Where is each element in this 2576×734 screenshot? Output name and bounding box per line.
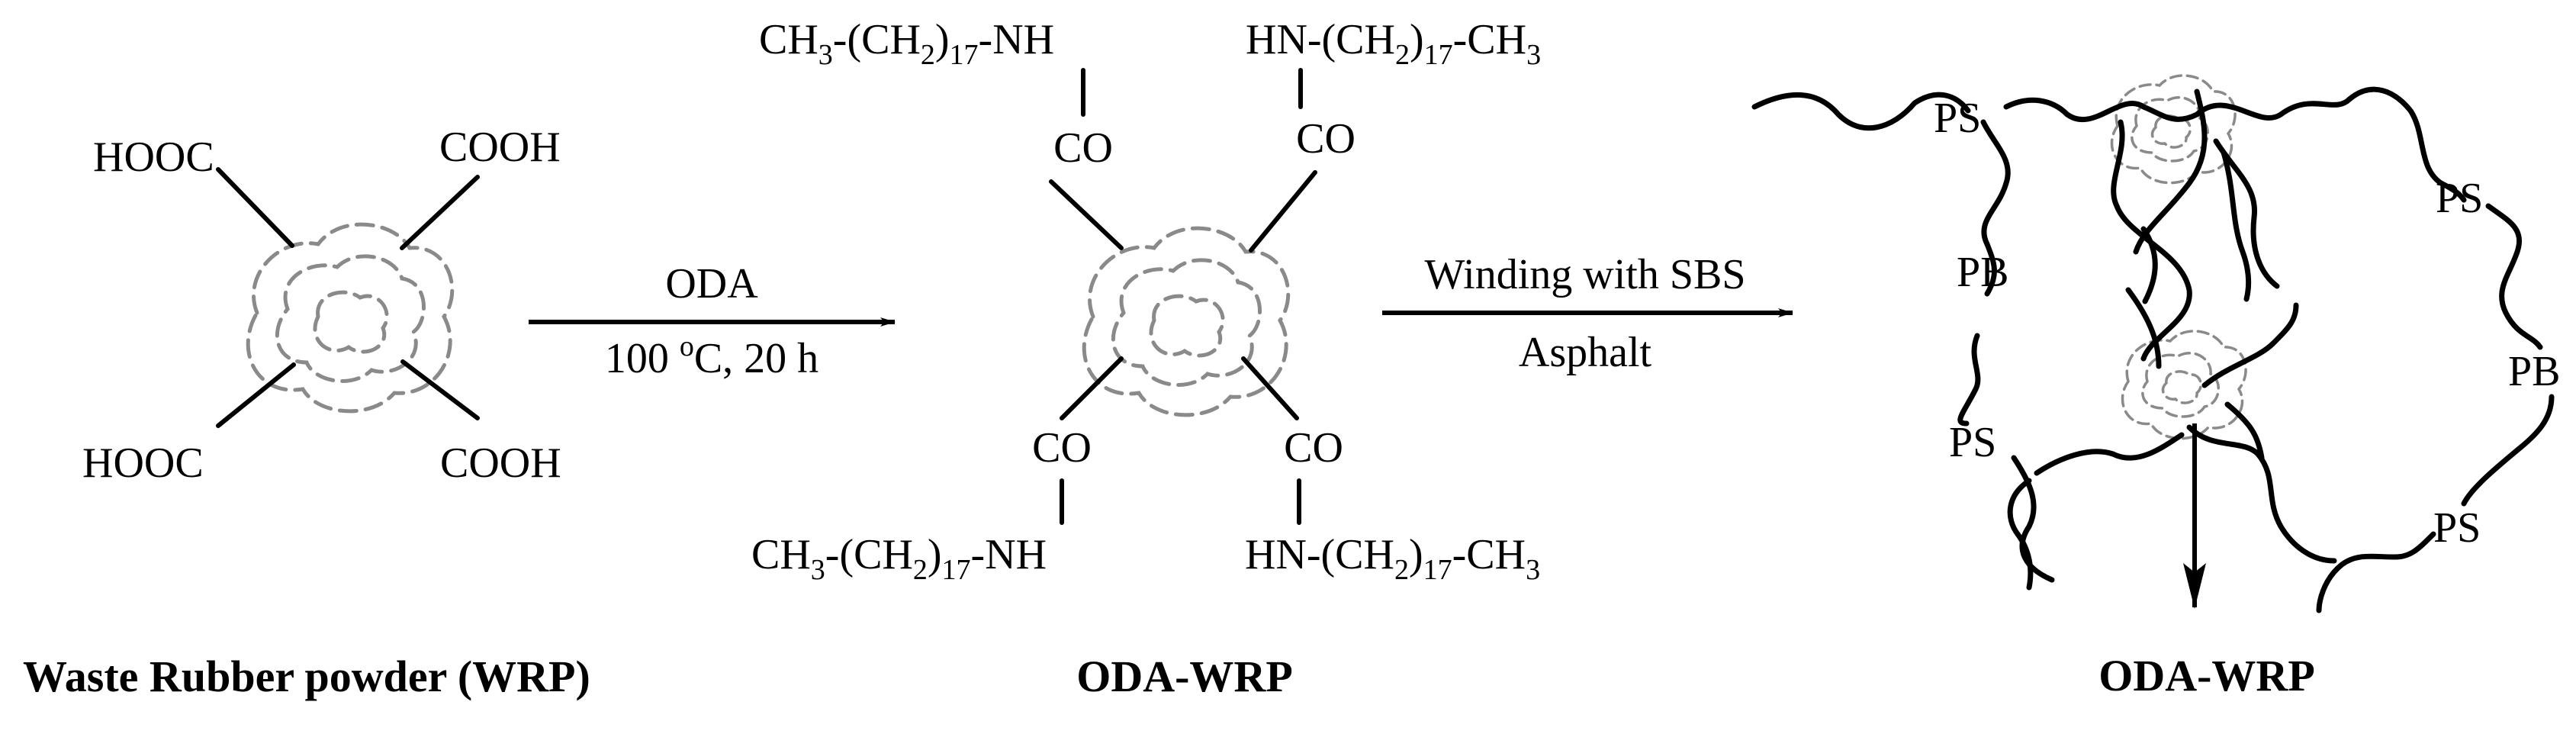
polymer-chain [1751,92,1971,131]
group-cooh-bottom: COOH [440,439,561,487]
polymer-chain [2461,394,2555,507]
polymer-chain [2003,86,2467,203]
co-bottom-right: CO [1284,424,1343,472]
sbs-network: PS PB PS PS PB PS ODA-WRP [1751,74,2561,700]
bond-line [1249,170,1317,253]
chain-bottom-left: CH3-(CH2)17-NH [751,531,1047,586]
chain-top-left: CH3-(CH2)17-NH [759,16,1054,71]
polymer-chain [2011,455,2055,583]
process-label: Winding with SBS [1425,251,1746,298]
bond-line [216,167,294,248]
label-ps: PS [1934,95,1981,142]
reagent-label: ODA [665,260,758,307]
polymer-chain [2125,287,2162,369]
group-hooc-top: HOOC [93,134,214,181]
label-ps: PS [1949,419,1996,466]
oda-wrp-structure: CH3-(CH2)17-NH CO HN-(CH2)17-CH3 CO CO C… [751,16,1541,701]
oda-wrp-caption: ODA-WRP [1076,652,1293,701]
group-hooc-bottom: HOOC [82,439,204,487]
bond-line [400,175,480,250]
polymer-chain [1980,119,2011,297]
bond-line [1060,356,1124,420]
network-caption: ODA-WRP [2098,651,2315,700]
co-bottom-left: CO [1032,424,1092,472]
co-top-right: CO [1296,115,1356,163]
polymer-chain [1957,333,1981,427]
reaction-arrow-1: ODA 100 oC, 20 h [529,260,896,382]
polymer-chain [2034,432,2185,476]
chain-top-right: HN-(CH2)17-CH3 [1246,16,1541,71]
polymer-chain [2485,203,2543,350]
bond-line [1049,179,1124,250]
rubber-particle-icon [2121,330,2247,440]
bond-line [400,359,480,420]
wrp-caption: Waste Rubber powder (WRP) [23,652,590,701]
group-cooh-top: COOH [439,124,561,171]
polymer-chain [2224,401,2265,461]
polymer-chain [2201,302,2299,388]
rubber-particle-icon [1084,228,1288,415]
polymer-chain [2140,226,2158,304]
condition-label: 100 oC, 20 h [605,330,818,382]
label-ps: PS [2433,504,2481,552]
polymer-chain [2007,478,2034,591]
rubber-particle-icon [2110,74,2237,185]
polymer-chain [2186,424,2337,564]
label-ps: PS [2436,175,2483,222]
bond-line [216,362,296,428]
reaction-arrow-2: Winding with SBS Asphalt [1382,251,1793,376]
bond-line [1241,356,1299,420]
chain-bottom-right: HN-(CH2)17-CH3 [1245,531,1540,586]
rubber-particle-icon [248,224,452,411]
co-top-left: CO [1053,124,1113,172]
polymer-chain [2221,150,2252,302]
label-pb: PB [1957,249,2009,296]
wrp-structure: HOOC COOH HOOC COOH Waste Rubber powder … [23,124,590,701]
polymer-chain [2213,138,2280,289]
label-pb: PB [2508,348,2561,395]
medium-label: Asphalt [1519,329,1652,376]
polymer-chain [2316,531,2436,613]
